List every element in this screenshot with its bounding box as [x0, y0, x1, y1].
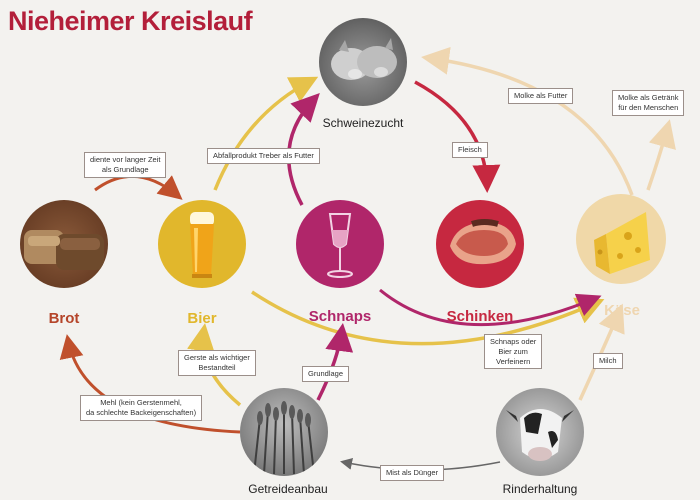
schnaps-label: Schnaps — [308, 308, 372, 325]
bread-icon — [24, 230, 104, 270]
arrow-schweinezucht-schinken — [414, 80, 501, 193]
arrow-getreideanbau-schnaps — [316, 323, 354, 401]
edge-label-line: Fleisch — [458, 145, 482, 154]
arrow-bier-schweinezucht — [213, 76, 319, 191]
edge-label-line: Bestandteil — [198, 362, 236, 372]
edge-label-line: diente vor langer Zeit — [90, 155, 161, 164]
rinderhaltung-label: Rinderhaltung — [502, 482, 578, 496]
arrow-rinderhaltung-kaese — [578, 303, 625, 401]
ham-icon — [450, 219, 516, 265]
cow-icon — [506, 409, 574, 461]
schweinezucht-node[interactable] — [319, 18, 407, 106]
edge-label-gerste: Gerste als wichtiger Bestandteil — [178, 350, 256, 376]
edge-label-line: Milch — [599, 356, 617, 365]
edge-label-line: als Grundlage — [101, 164, 149, 174]
edge-label-line: Verfeinern — [496, 356, 531, 366]
beer-glass-icon — [190, 212, 214, 278]
edge-label-schnaps-bier: Schnaps oder Bier zum Verfeinern — [484, 334, 543, 370]
schinken-label: Schinken — [446, 308, 514, 325]
arrow-schnaps-kaese — [379, 288, 602, 327]
arrow-kaese-molke — [646, 119, 676, 191]
schinken-node[interactable] — [436, 200, 524, 288]
arrow-brot-bier — [94, 175, 183, 200]
edge-label-molke-futter: Molke als Futter — [508, 88, 574, 104]
brot-label: Brot — [48, 310, 80, 327]
edge-label-line: Mehl (kein Gerstenmehl, — [100, 398, 182, 407]
edge-label-grundlage: Grundlage — [302, 366, 350, 382]
page-title: Nieheimer Kreislauf — [8, 6, 253, 36]
bier-node[interactable] — [158, 200, 246, 288]
edge-label-line: für den Menschen — [618, 102, 679, 112]
rinderhaltung-node[interactable] — [496, 388, 584, 476]
edge-label-line: Mist als Dünger — [386, 468, 439, 477]
edge-label-abfallprodukt: Abfallprodukt Treber als Futter — [207, 148, 320, 164]
edge-label-brot-bier: diente vor langer Zeit als Grundlage — [84, 152, 167, 178]
arrow-bier-kaese — [251, 290, 605, 346]
pig-icon — [331, 38, 397, 80]
edge-label-fleisch: Fleisch — [452, 142, 488, 158]
edge-label-line: Molke als Futter — [514, 91, 568, 100]
arrow-kaese-schweinezucht — [421, 46, 634, 196]
getreideanbau-node[interactable] — [240, 388, 328, 476]
kaese-node[interactable] — [576, 194, 666, 284]
edge-label-line: Molke als Getränk — [618, 93, 679, 102]
schnaps-node[interactable] — [296, 200, 384, 288]
edge-label-line: Gerste als wichtiger — [184, 353, 250, 362]
edge-label-mist: Mist als Dünger — [380, 465, 445, 481]
getreideanbau-label: Getreideanbau — [248, 482, 328, 496]
bier-label: Bier — [187, 310, 217, 327]
kaese-label: Käse — [604, 302, 640, 319]
grain-icon — [253, 401, 315, 475]
brot-node[interactable] — [20, 200, 108, 288]
edge-label-line: Abfallprodukt Treber als Futter — [213, 151, 314, 160]
edge-label-line: da schlechte Backeigenschaften) — [86, 407, 197, 417]
edge-label-line: Grundlage — [308, 369, 344, 378]
edge-label-mehl: Mehl (kein Gerstenmehl, da schlechte Bac… — [80, 395, 203, 421]
edge-label-line: Schnaps oder — [490, 337, 537, 346]
schnaps-glass-icon — [327, 213, 353, 278]
edge-label-line: Bier zum — [498, 346, 528, 356]
edge-label-milch: Milch — [593, 353, 623, 369]
schweinezucht-label: Schweinezucht — [322, 116, 404, 130]
edge-label-molke-getraenk: Molke als Getränk für den Menschen — [612, 90, 685, 116]
cheese-icon — [594, 212, 650, 274]
